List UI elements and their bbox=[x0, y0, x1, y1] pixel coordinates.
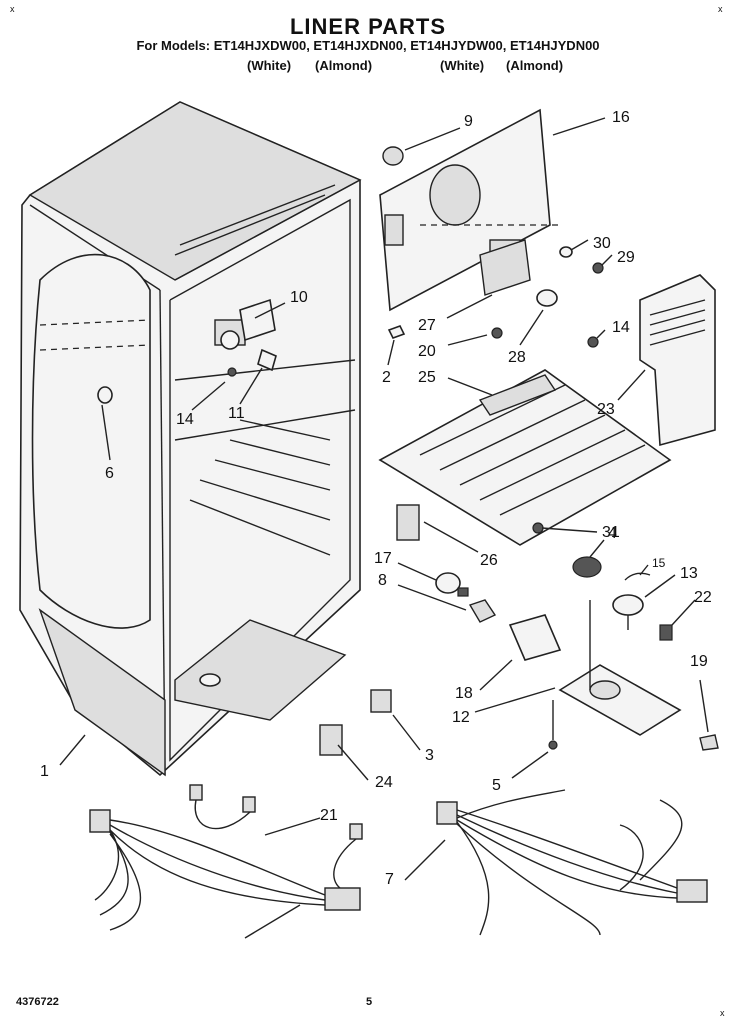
refrigerator-liner bbox=[19, 101, 362, 777]
color-label-2: (Almond) bbox=[315, 58, 373, 73]
callout-1: 1 bbox=[40, 763, 49, 780]
callout-labels: 1 2 3 4 5 6 7 8 9 10 11 12 13 14 14 15 1… bbox=[40, 109, 712, 888]
grommet-9 bbox=[382, 146, 404, 166]
screw-14b bbox=[587, 336, 599, 348]
callout-30: 30 bbox=[593, 235, 611, 252]
liner-shelf-rails bbox=[189, 419, 331, 556]
wire-harness-7 bbox=[436, 789, 708, 936]
screw-5 bbox=[548, 700, 558, 750]
callout-14a: 14 bbox=[176, 411, 194, 428]
wire-harness-21 bbox=[89, 784, 363, 939]
freezer-rear-panel bbox=[379, 108, 560, 312]
document-number: 4376722 bbox=[16, 996, 59, 1008]
callout-6: 6 bbox=[105, 465, 114, 482]
model-list: For Models: ET14HJXDW00, ET14HJXDN00, ET… bbox=[136, 38, 600, 53]
callout-8: 8 bbox=[378, 572, 387, 589]
callout-13: 13 bbox=[680, 565, 698, 582]
duct-louvers bbox=[649, 299, 706, 346]
leader-lines bbox=[59, 117, 709, 881]
clip-19 bbox=[699, 734, 719, 751]
color-label-3: (White) bbox=[440, 58, 485, 73]
callout-31: 31 bbox=[602, 524, 620, 541]
clip-2 bbox=[387, 325, 406, 339]
callout-20: 20 bbox=[418, 343, 436, 360]
harness-block-3 bbox=[370, 689, 392, 713]
corner-mark-bottom-right: x bbox=[720, 1008, 725, 1018]
screw-31 bbox=[532, 522, 544, 534]
crisper-pan-area bbox=[174, 619, 347, 721]
screw-30 bbox=[559, 246, 573, 258]
callout-9: 9 bbox=[464, 113, 473, 130]
callout-25: 25 bbox=[418, 369, 436, 386]
light-socket-plug bbox=[97, 386, 113, 404]
callout-27: 27 bbox=[418, 317, 436, 334]
color-label-1: (White) bbox=[247, 58, 292, 73]
freezer-shelf bbox=[378, 369, 672, 546]
callout-4: 4 bbox=[608, 525, 617, 542]
knob-4 bbox=[572, 556, 602, 578]
callout-12: 12 bbox=[452, 709, 470, 726]
control-cluster bbox=[214, 298, 277, 377]
corner-mark-top-right: x bbox=[718, 4, 723, 14]
color-label-4: (Almond) bbox=[506, 58, 564, 73]
callout-5: 5 bbox=[492, 777, 501, 794]
capillary-15 bbox=[624, 572, 651, 581]
liner-side-foam bbox=[31, 253, 151, 629]
callout-18: 18 bbox=[455, 685, 473, 702]
connector-24 bbox=[319, 724, 343, 756]
callout-10: 10 bbox=[290, 289, 308, 306]
screw-20 bbox=[491, 327, 503, 339]
liner-base bbox=[38, 608, 166, 777]
callout-22: 22 bbox=[694, 589, 712, 606]
plug-28 bbox=[536, 289, 558, 307]
light-shield-18 bbox=[508, 614, 562, 661]
callout-7: 7 bbox=[385, 871, 394, 888]
callout-26: 26 bbox=[480, 552, 498, 569]
callout-2: 2 bbox=[382, 369, 391, 386]
screw-29 bbox=[592, 262, 604, 274]
callout-24: 24 bbox=[375, 774, 393, 791]
page-title: LINER PARTS bbox=[289, 14, 447, 39]
callout-3: 3 bbox=[425, 747, 434, 764]
switch-26 bbox=[396, 504, 420, 541]
callout-21: 21 bbox=[320, 807, 338, 824]
callout-16: 16 bbox=[612, 109, 630, 126]
callout-11: 11 bbox=[228, 405, 245, 422]
corner-mark-top-left: x bbox=[10, 4, 15, 14]
thermostat-13 bbox=[612, 594, 644, 630]
bulb-17 bbox=[435, 572, 469, 597]
callout-17: 17 bbox=[374, 550, 392, 567]
callout-15: 15 bbox=[652, 556, 666, 570]
connector-22 bbox=[659, 624, 673, 641]
control-housing-12 bbox=[558, 600, 682, 736]
callout-28: 28 bbox=[508, 349, 526, 366]
callout-29: 29 bbox=[617, 249, 635, 266]
socket-8 bbox=[468, 599, 497, 623]
callout-23: 23 bbox=[597, 401, 615, 418]
shelf-ribs bbox=[419, 384, 646, 516]
air-duct-cover bbox=[639, 274, 716, 447]
callout-14b: 14 bbox=[612, 319, 630, 336]
page-number: 5 bbox=[366, 996, 373, 1008]
callout-19: 19 bbox=[690, 653, 708, 670]
